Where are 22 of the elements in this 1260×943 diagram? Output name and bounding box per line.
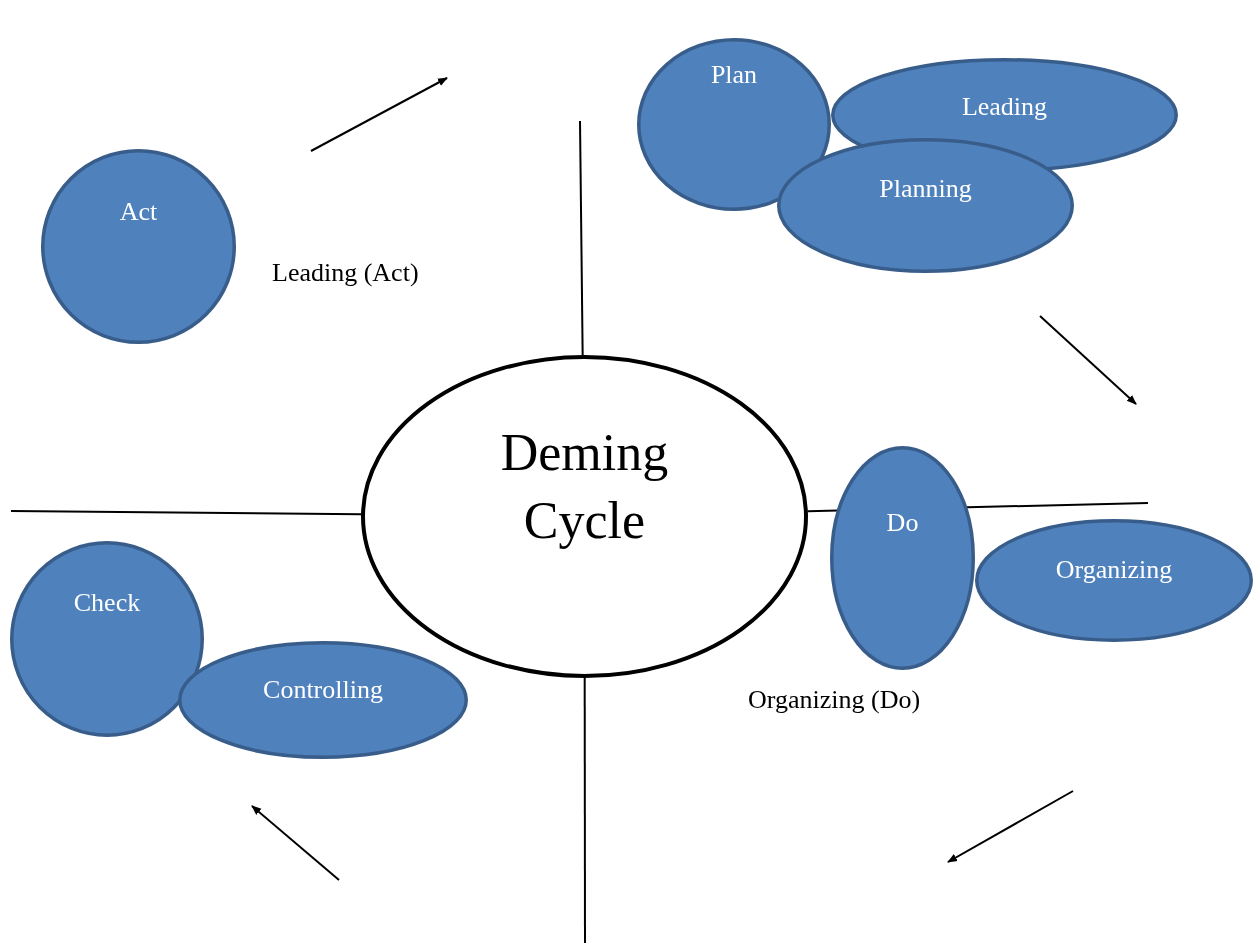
node-label: Controlling: [263, 674, 383, 706]
node-label: Act: [119, 196, 158, 228]
ellipse-node: [777, 138, 1074, 273]
ellipse-node: [10, 541, 204, 737]
node-label: Check: [73, 587, 141, 619]
divider-line: [579, 120, 584, 356]
divider-line: [583, 677, 586, 943]
node-label: Plan: [710, 59, 758, 91]
ellipse-node: [41, 149, 236, 344]
ellipse-node: [975, 519, 1253, 642]
ellipse-node: [830, 446, 975, 670]
divider-line: [10, 510, 362, 516]
node-label: Organizing: [1055, 554, 1173, 586]
node-label: Do: [886, 507, 919, 539]
ellipse-node: [637, 38, 831, 211]
ellipse-node: [178, 641, 468, 759]
quadrant-label: Organizing (Do): [748, 685, 921, 715]
node-label: Planning: [879, 173, 972, 205]
quadrant-label: Leading (Act): [272, 258, 419, 288]
node-label: Deming Cycle: [499, 423, 670, 551]
ellipse-node: [361, 355, 808, 678]
node-label: Leading: [961, 91, 1048, 123]
